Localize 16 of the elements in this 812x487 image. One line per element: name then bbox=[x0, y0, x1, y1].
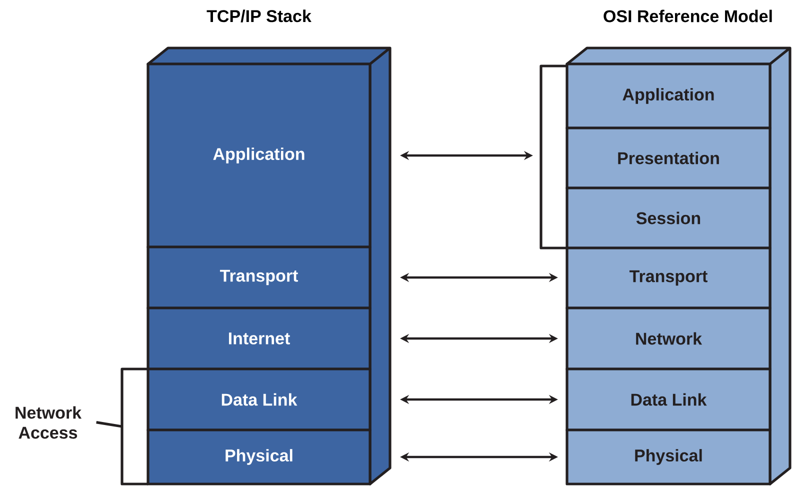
layer-box: Data Link bbox=[566, 368, 772, 432]
heading: OSI Reference Model bbox=[604, 10, 772, 22]
layer-box: Transport bbox=[566, 246, 772, 310]
layer-box: Presentation bbox=[566, 126, 772, 190]
layer-box: Physical bbox=[566, 428, 772, 486]
layer-box: Internet bbox=[146, 306, 372, 370]
heading: TCP/IP Stack bbox=[206, 10, 312, 22]
layer-box: Application bbox=[566, 62, 772, 130]
bracket bbox=[120, 368, 148, 486]
layer-box: Session bbox=[566, 186, 772, 250]
layer-box: Physical bbox=[146, 428, 372, 486]
layer-box: Data Link bbox=[146, 368, 372, 432]
group-label: Network Access bbox=[16, 406, 82, 439]
layer-box: Transport bbox=[146, 246, 372, 310]
bracket bbox=[540, 64, 567, 250]
layer-box: Network bbox=[566, 306, 772, 370]
